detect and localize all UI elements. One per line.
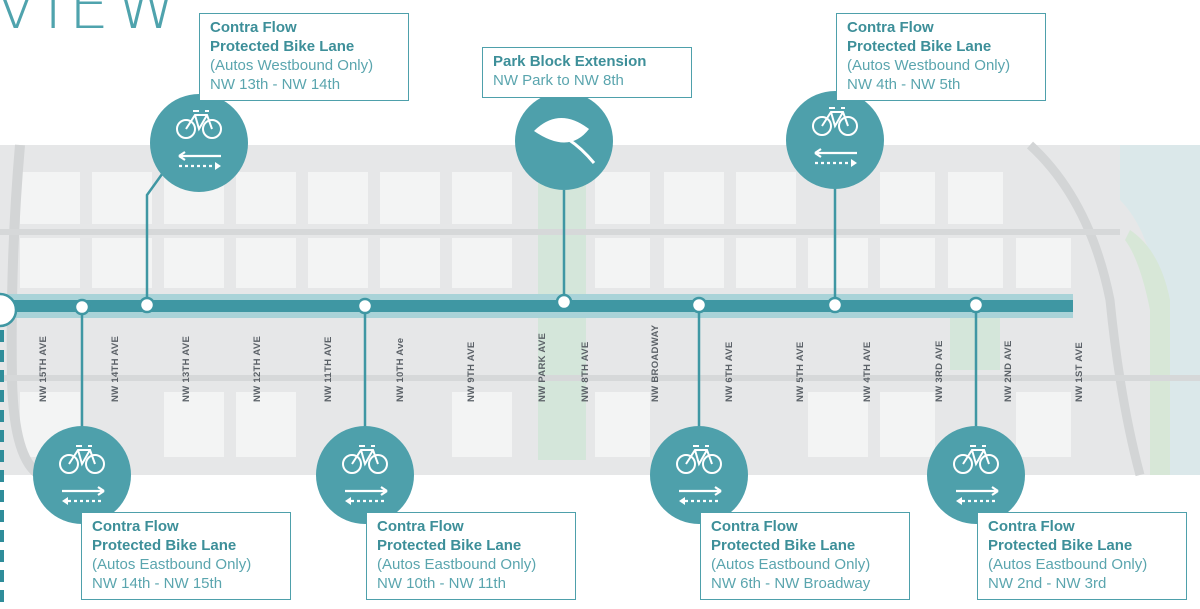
callout-title: Contra Flow [92,518,179,535]
callout-range: NW Park to NW 8th [493,72,624,89]
street-label: NW 11TH AVE [323,336,334,402]
callout-range: NW 14th - NW 15th [92,575,223,592]
callout-note: (Autos Westbound Only) [847,57,1011,74]
boundary-dashed-line [0,330,4,609]
street-label: NW 9TH AVE [466,341,477,402]
street-label: NW 12TH AVE [252,335,263,402]
highway-east [1026,141,1145,477]
callout-note: (Autos Westbound Only) [210,57,374,74]
street-label: NW 15TH AVE [38,335,49,402]
callout-range: NW 2nd - NW 3rd [988,575,1107,592]
callout-title: Contra Flow [377,518,464,535]
bicycle-icon [650,426,748,524]
street-label: NW PARK AVE [537,332,548,402]
callout-title: Protected Bike Lane [988,537,1133,554]
junction-nodes [0,292,985,328]
street-label: NW 8TH AVE [580,341,591,402]
connector-lines [80,169,978,430]
callout-title: Protected Bike Lane [92,537,237,554]
callout-note: (Autos Eastbound Only) [92,556,252,573]
callout-note: (Autos Eastbound Only) [988,556,1148,573]
callout-title: Contra Flow [988,518,1075,535]
street-label: NW 6TH AVE [724,341,735,402]
street-label: NW 5TH AVE [795,341,806,402]
street-label: NW BROADWAY [650,324,661,402]
street-label: NW 3RD AVE [934,340,945,402]
callout-contra-flow-4th-5th: Contra Flow Protected Bike Lane (Autos W… [836,13,1046,101]
callout-range: NW 4th - NW 5th [847,76,961,93]
highway-west [6,144,43,480]
street-label: NW 4TH AVE [862,341,873,402]
bicycle-icon [150,94,248,192]
callout-contra-flow-6th-broadway: Contra Flow Protected Bike Lane (Autos E… [700,512,910,600]
street-label: NW 1ST AVE [1074,341,1085,402]
callout-title: Contra Flow [711,518,798,535]
bike-corridor-center [0,300,1073,312]
callout-contra-flow-14th-15th: Contra Flow Protected Bike Lane (Autos E… [81,512,291,600]
callout-note: (Autos Eastbound Only) [377,556,537,573]
callout-title: Protected Bike Lane [711,537,856,554]
callout-range: NW 10th - NW 11th [377,575,506,592]
street-label: NW 2ND AVE [1003,340,1014,402]
street-label: NW 14TH AVE [110,335,121,402]
callout-title: Contra Flow [847,19,934,36]
callout-range: NW 6th - NW Broadway [711,575,871,592]
callout-title: Contra Flow [210,19,297,36]
street-label: NW 13TH AVE [181,335,192,402]
bicycle-icon [927,426,1025,524]
callout-contra-flow-2nd-3rd: Contra Flow Protected Bike Lane (Autos E… [977,512,1187,600]
callout-title: Park Block Extension [493,53,647,70]
city-blocks [20,172,1071,457]
bicycle-icon [786,91,884,189]
leaf-icon [515,92,613,190]
callout-title: Protected Bike Lane [210,38,355,55]
callout-park-block-extension: Park Block Extension NW Park to NW 8th [482,47,692,98]
riverbank-green [1125,230,1170,475]
callout-title: Protected Bike Lane [377,537,522,554]
street-label: NW 10TH Ave [395,337,406,402]
callout-title: Protected Bike Lane [847,38,992,55]
bicycle-icon [33,426,131,524]
callout-contra-flow-13th-14th: Contra Flow Protected Bike Lane (Autos W… [199,13,409,101]
callout-note: (Autos Eastbound Only) [711,556,871,573]
callout-contra-flow-10th-11th: Contra Flow Protected Bike Lane (Autos E… [366,512,576,600]
bicycle-icon [316,426,414,524]
page-title-fragment: VIEW [0,0,185,44]
callout-range: NW 13th - NW 14th [210,76,341,93]
